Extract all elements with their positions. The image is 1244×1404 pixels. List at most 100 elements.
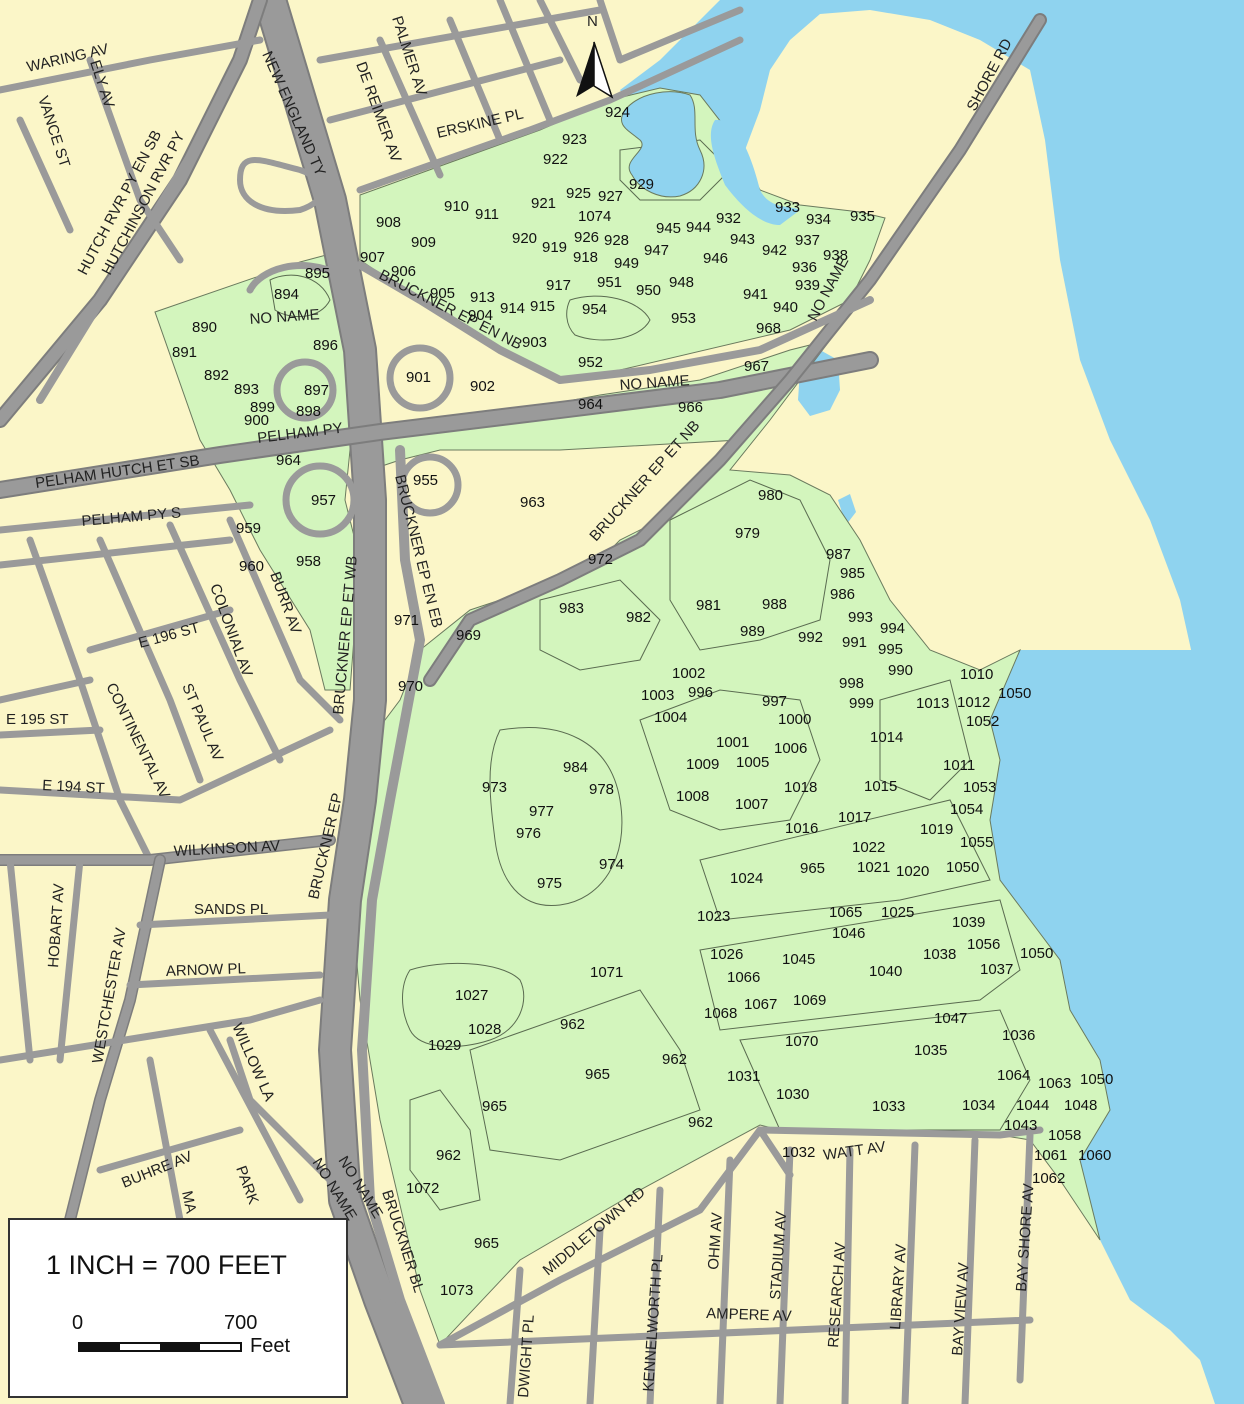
parcel-label: 926	[574, 229, 599, 246]
parcel-label: 890	[192, 319, 217, 336]
parcel-label: 925	[566, 185, 591, 202]
parcel-label: 1018	[784, 779, 817, 796]
parcel-label: 893	[234, 381, 259, 398]
parcel-label: 996	[688, 684, 713, 701]
parcel-label: 1031	[727, 1068, 760, 1085]
parcel-label: 1071	[590, 964, 623, 981]
parcel-label: 940	[773, 299, 798, 316]
parcel-label: 1073	[440, 1282, 473, 1299]
scale-bar	[78, 1342, 242, 1352]
parcel-label: 1053	[963, 779, 996, 796]
parcel-label: 1005	[736, 754, 769, 771]
parcel-label: 953	[671, 310, 696, 327]
parcel-label: 994	[880, 620, 905, 637]
street-label: AMPERE AV	[706, 1305, 792, 1325]
parcel-label: 941	[743, 286, 768, 303]
scale-bar-segment	[120, 1344, 160, 1350]
parcel-label: 902	[470, 378, 495, 395]
parcel-label: 962	[560, 1016, 585, 1033]
parcel-label: 1050	[1080, 1071, 1113, 1088]
parcel-label: 988	[762, 596, 787, 613]
parcel-label: 942	[762, 242, 787, 259]
parcel-label: 979	[735, 525, 760, 542]
scale-bar-segment	[200, 1344, 240, 1350]
parcel-label: 1047	[934, 1010, 967, 1027]
park-pond	[620, 91, 705, 198]
parcel-label: 1070	[785, 1033, 818, 1050]
parcel-label: 947	[644, 242, 669, 259]
scale-legend: 1 INCH = 700 FEET 0 700 Feet	[8, 1218, 348, 1398]
parcel-label: 1014	[870, 729, 903, 746]
parcel-label: 1043	[1004, 1117, 1037, 1134]
street-label: HOBART AV	[45, 883, 68, 968]
parcel-label: 1068	[704, 1005, 737, 1022]
parcel-label: 959	[236, 520, 261, 537]
parcel-label: 938	[823, 247, 848, 264]
parcel-label: 1028	[468, 1021, 501, 1038]
parcel-label: 944	[686, 219, 711, 236]
parcel-label: 1009	[686, 756, 719, 773]
parcel-label: 1040	[869, 963, 902, 980]
parcel-label: 903	[522, 334, 547, 351]
parcel-label: 992	[798, 629, 823, 646]
parcel-label: 972	[588, 551, 613, 568]
parcel-label: 1022	[852, 839, 885, 856]
parcel-label: 976	[516, 825, 541, 842]
parcel-label: 1038	[923, 946, 956, 963]
parcel-label: 1045	[782, 951, 815, 968]
parcel-label: 974	[599, 856, 624, 873]
parcel-label: 1067	[744, 996, 777, 1013]
parcel-label: 984	[563, 759, 588, 776]
parcel-label: 1065	[829, 904, 862, 921]
parcel-label: 965	[585, 1066, 610, 1083]
parcel-label: 1033	[872, 1098, 905, 1115]
scale-zero-label: 0	[72, 1312, 84, 1334]
parcel-label: 1023	[697, 908, 730, 925]
parcel-label: 929	[629, 176, 654, 193]
parcel-label: 967	[744, 358, 769, 375]
parcel-label: 1061	[1034, 1147, 1067, 1164]
parcel-label: 1026	[710, 946, 743, 963]
parcel-label: 1046	[832, 925, 865, 942]
parcel-label: 913	[470, 289, 495, 306]
parcel-label: 943	[730, 231, 755, 248]
parcel-label: 918	[573, 249, 598, 266]
parcel-label: 908	[376, 214, 401, 231]
parcel-label: 900	[244, 412, 269, 429]
parcel-label: 989	[740, 623, 765, 640]
parcel-label: 968	[756, 320, 781, 337]
parcel-label: 1020	[896, 863, 929, 880]
parcel-label: 965	[482, 1098, 507, 1115]
parcel-label: 1019	[920, 821, 953, 838]
parcel-label: 955	[413, 472, 438, 489]
parcel-label: 981	[696, 597, 721, 614]
parcel-label: 1055	[960, 834, 993, 851]
parcel-label: 964	[578, 396, 603, 413]
parcel-label: 905	[430, 285, 455, 302]
parcel-label: 1029	[428, 1037, 461, 1054]
street-label: DWIGHT PL	[515, 1314, 538, 1398]
street-label: ARNOW PL	[166, 960, 247, 980]
parcel-label: 919	[542, 239, 567, 256]
parcel-label: 1007	[735, 796, 768, 813]
north-arrow-icon: N	[576, 13, 614, 99]
street-label: E 194 ST	[42, 777, 105, 797]
parcel-boundaries	[269, 139, 1031, 1211]
parcel-label: 1050	[1020, 945, 1053, 962]
parcel-label: 1006	[774, 740, 807, 757]
parcel-label: 911	[475, 206, 499, 223]
water-inlet-2	[838, 494, 856, 525]
street-label: OHM AV	[705, 1212, 726, 1270]
scale-title: 1 INCH = 700 FEET	[46, 1250, 287, 1280]
parcel-label: 922	[543, 151, 568, 168]
parcel-label: 898	[296, 403, 321, 420]
parcel-label: 945	[656, 220, 681, 237]
parcel-label: 1010	[960, 666, 993, 683]
parcel-label: 1011	[943, 757, 975, 774]
parcel-label: 1063	[1038, 1075, 1071, 1092]
parcel-label: 1050	[946, 859, 979, 876]
parcel-label: 1035	[914, 1042, 947, 1059]
parcel-label: 962	[688, 1114, 713, 1131]
street-label: SANDS PL	[194, 901, 268, 918]
